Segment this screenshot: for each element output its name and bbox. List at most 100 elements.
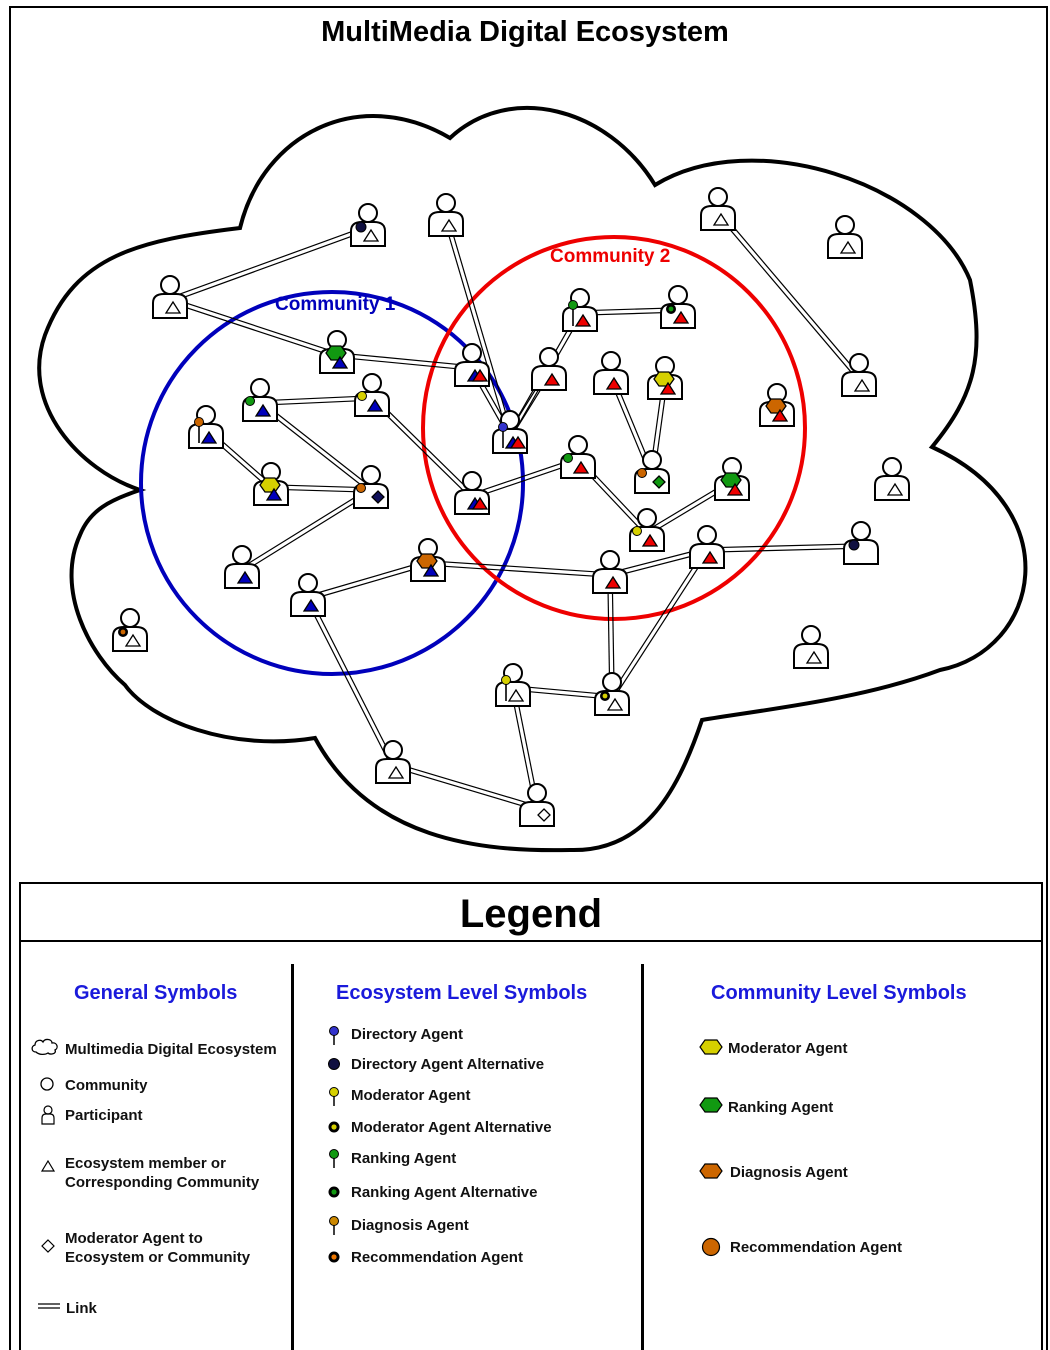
triangle-icon	[659, 381, 677, 395]
pin-icon	[194, 417, 204, 427]
triangle-icon	[40, 1159, 56, 1172]
legend-divider	[21, 940, 1041, 942]
triangle-icon	[265, 487, 283, 501]
legend-label-participant: Participant	[65, 1107, 143, 1124]
triangle-icon	[387, 765, 405, 779]
participant	[454, 471, 490, 515]
legend-label-c-diagnosis: Diagnosis Agent	[730, 1164, 848, 1181]
ecosystem-symbols-heading: Ecosystem Level Symbols	[336, 982, 588, 1004]
orange-hexagon-icon	[699, 1163, 723, 1179]
link	[259, 395, 373, 406]
green-hexagon-icon	[699, 1097, 723, 1113]
diamond-icon	[537, 808, 551, 822]
legend-label-c-moderator: Moderator Agent	[728, 1040, 848, 1057]
legend-label-member: Ecosystem member or	[65, 1155, 226, 1172]
navy-dot-icon	[328, 1058, 340, 1070]
participant	[874, 457, 910, 501]
agent-dot-icon	[848, 539, 860, 551]
legend-label-c-ranking: Ranking Agent	[728, 1099, 834, 1116]
agent-dot-icon	[356, 483, 366, 493]
diamond-icon	[652, 475, 666, 489]
participant	[660, 285, 696, 329]
link	[307, 560, 429, 601]
link-icon	[38, 1303, 60, 1309]
triangle-icon	[254, 403, 272, 417]
triangle-icon	[331, 355, 349, 369]
participant	[562, 288, 598, 332]
legend-panel: Legend General Symbols Ecosystem Level S…	[19, 882, 1043, 1350]
pin-icon	[568, 300, 578, 310]
agent-dot-icon	[245, 396, 255, 406]
triangle-icon	[509, 435, 527, 449]
triangle-icon	[712, 212, 730, 226]
participant	[375, 740, 411, 784]
community-1-circle	[139, 290, 525, 676]
participant	[242, 378, 278, 422]
link	[392, 762, 538, 811]
legend-label-moderator: Moderator Agent	[351, 1087, 471, 1104]
participant	[634, 450, 670, 494]
participant	[428, 193, 464, 237]
link	[609, 548, 710, 699]
legend-label-ranking: Ranking Agent	[351, 1150, 457, 1167]
triangle-icon	[302, 598, 320, 612]
triangle-icon	[606, 697, 624, 711]
ecosystem-cloud	[37, 105, 1028, 853]
triangle-icon	[471, 496, 489, 510]
link	[305, 596, 396, 767]
link	[240, 487, 373, 573]
community-2-circle	[421, 235, 807, 621]
ecosystem-diagram: Community 1 Community 2	[37, 105, 1028, 853]
triangle-icon	[236, 570, 254, 584]
participant	[319, 330, 355, 374]
triangle-icon	[672, 310, 690, 324]
participant	[647, 356, 683, 400]
participant	[759, 383, 795, 427]
triangle-icon	[124, 633, 142, 647]
participant	[841, 353, 877, 397]
triangle-icon	[839, 240, 857, 254]
participant	[793, 625, 829, 669]
community-symbols-heading: Community Level Symbols	[711, 982, 967, 1004]
triangle-icon	[572, 460, 590, 474]
agent-dot-icon	[355, 221, 367, 233]
participant	[843, 521, 879, 565]
legend-label-directory-alt: Directory Agent Alternative	[351, 1056, 545, 1073]
community-1-label: Community 1	[275, 294, 396, 315]
yellow-pin-icon	[329, 1087, 339, 1106]
agent-dot-icon	[563, 453, 573, 463]
triangle-icon	[771, 408, 789, 422]
legend-label-ecosystem: Multimedia Digital Ecosystem	[65, 1041, 277, 1058]
legend-title: Legend	[459, 892, 603, 936]
triangle-icon	[641, 533, 659, 547]
triangle-icon	[362, 228, 380, 242]
participant	[353, 465, 389, 509]
green-dot-icon	[328, 1186, 340, 1198]
community-2-label: Community 2	[550, 246, 670, 267]
yellow-dot-icon	[328, 1121, 340, 1133]
participant	[519, 783, 555, 827]
hexagon-icon	[259, 477, 281, 493]
legend-label-moderator-to: Moderator Agent to	[65, 1230, 203, 1247]
participant	[188, 405, 224, 449]
yellow-hexagon-icon	[699, 1039, 723, 1055]
orange-pin-icon	[329, 1216, 339, 1235]
participant	[112, 608, 148, 652]
participant	[354, 373, 390, 417]
page-title: MultiMedia Digital Ecosystem	[321, 16, 729, 48]
agent-dot-icon	[637, 468, 647, 478]
page-frame	[9, 6, 1048, 1350]
triangle-icon	[164, 300, 182, 314]
participant	[410, 538, 446, 582]
participant	[495, 663, 531, 707]
participant	[350, 203, 386, 247]
triangle-icon	[853, 378, 871, 392]
participants-layer	[112, 187, 910, 827]
diamond-icon	[41, 1239, 55, 1253]
legend-label-ranking-alt: Ranking Agent Alternative	[351, 1184, 538, 1201]
general-symbols-heading: General Symbols	[74, 982, 238, 1004]
triangle-icon	[422, 563, 440, 577]
participant	[531, 347, 567, 391]
participant	[593, 351, 629, 395]
legend-label-moderator-to-2: Ecosystem or Community	[65, 1249, 251, 1266]
